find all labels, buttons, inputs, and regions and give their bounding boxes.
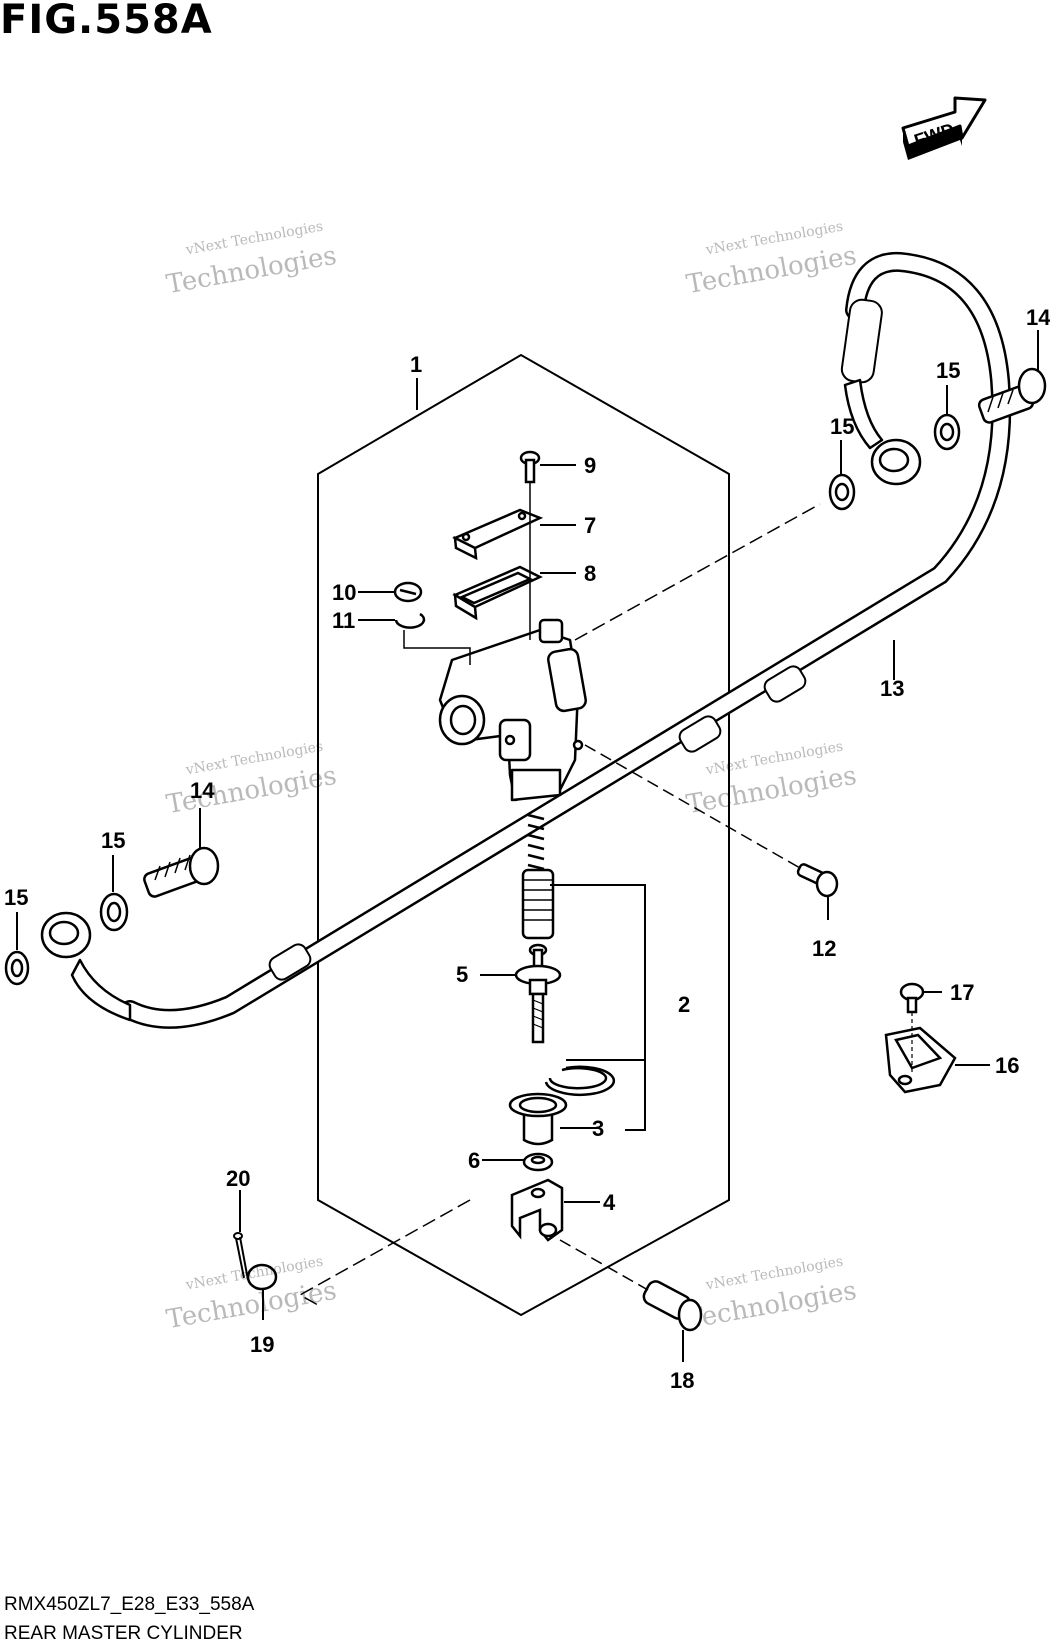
clamp-screw-icon bbox=[899, 982, 925, 1014]
callout-12: 12 bbox=[812, 936, 836, 961]
clevis-pin-icon bbox=[642, 1280, 703, 1332]
callout-14-left: 14 bbox=[190, 778, 215, 803]
figure-caption: REAR MASTER CYLINDER bbox=[4, 1623, 243, 1644]
reservoir-diaphragm bbox=[452, 565, 543, 621]
clevis-icon bbox=[510, 1178, 564, 1242]
watermark-mid-left: vNext Technologies Technologies bbox=[164, 739, 339, 821]
boot-icon bbox=[508, 1092, 568, 1146]
callout-8: 8 bbox=[584, 561, 596, 586]
master-cylinder-body bbox=[438, 618, 587, 802]
callout-14-right: 14 bbox=[1026, 305, 1050, 330]
callout-2: 2 bbox=[678, 992, 690, 1017]
o-ring-icon bbox=[394, 612, 426, 629]
callout-1: 1 bbox=[410, 352, 422, 377]
callout-3: 3 bbox=[592, 1116, 604, 1141]
leader-lines bbox=[16, 330, 1039, 1362]
callout-19: 19 bbox=[250, 1332, 274, 1357]
cotter-pin-icon bbox=[233, 1232, 249, 1281]
plug-icon bbox=[393, 581, 423, 603]
bolt-icon bbox=[796, 863, 839, 898]
callout-15-c: 15 bbox=[830, 414, 854, 439]
callout-7: 7 bbox=[584, 513, 596, 538]
piston-icon bbox=[521, 868, 555, 940]
washer-icons bbox=[4, 413, 961, 986]
watermark-mid-right: vNext Technologies Technologies bbox=[684, 739, 859, 821]
brake-hose bbox=[40, 251, 1012, 1029]
callout-11: 11 bbox=[332, 608, 355, 633]
push-rod-icon bbox=[514, 943, 562, 1044]
callout-15-a: 15 bbox=[4, 885, 28, 910]
watermark-bottom-right: vNext Technologies Technologies bbox=[684, 1254, 859, 1336]
model-code: RMX450ZL7_E28_E33_558A bbox=[4, 1594, 255, 1615]
assembly-outline bbox=[317, 353, 730, 1317]
callout-20: 20 bbox=[226, 1166, 250, 1191]
banjo-bolt-left bbox=[143, 846, 220, 898]
fwd-arrow-icon: FWD bbox=[901, 96, 987, 160]
spring-icon bbox=[527, 813, 545, 871]
cap-screw bbox=[519, 450, 541, 484]
callout-10: 10 bbox=[332, 580, 356, 605]
callout-5: 5 bbox=[456, 962, 468, 987]
watermark-bottom-left: vNext Technologies Technologies bbox=[164, 1254, 339, 1336]
callout-18: 18 bbox=[670, 1368, 694, 1393]
callout-15-d: 15 bbox=[936, 358, 960, 383]
callout-13: 13 bbox=[880, 676, 904, 701]
callout-15-b: 15 bbox=[101, 828, 125, 853]
reservoir-cap bbox=[452, 508, 544, 561]
watermark-top-left: vNext Technologies Technologies bbox=[164, 219, 339, 301]
callout-4: 4 bbox=[603, 1190, 616, 1215]
callout-6: 6 bbox=[468, 1148, 480, 1173]
banjo-bolt-right bbox=[977, 367, 1047, 424]
hose-clamp-icon bbox=[884, 1026, 957, 1094]
callout-labels: 1 2 3 4 5 6 7 8 9 10 11 12 13 14 14 15 1… bbox=[4, 305, 1050, 1393]
circlip-icon bbox=[544, 1065, 616, 1097]
figure-title: FIG.558A bbox=[0, 0, 213, 43]
watermark-top-right: vNext Technologies Technologies bbox=[684, 219, 859, 301]
nut-icon bbox=[522, 1152, 554, 1172]
callout-16: 16 bbox=[995, 1053, 1019, 1078]
callout-9: 9 bbox=[584, 453, 596, 478]
callout-17: 17 bbox=[950, 980, 974, 1005]
